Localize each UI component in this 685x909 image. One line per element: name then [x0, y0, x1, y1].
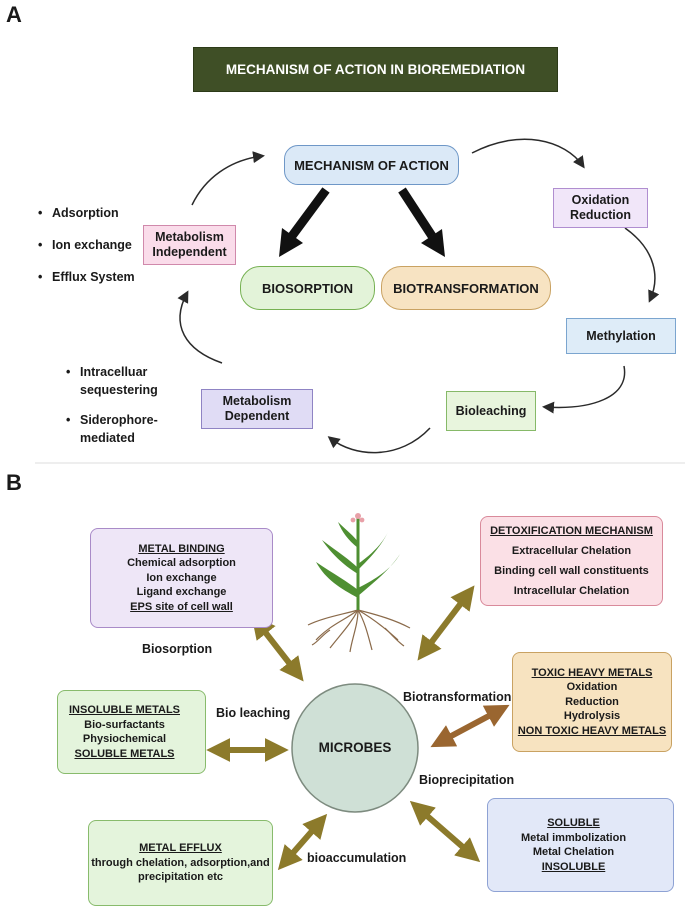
bio-leaching-label: Bio leaching [216, 706, 291, 720]
bioaccumulation-label: bioaccumulation [307, 851, 407, 865]
thick-arrow-right [398, 187, 436, 239]
independent-list-item: •Efflux System [38, 270, 135, 284]
metal-efflux-box: METAL EFFLUX through chelation, adsorpti… [88, 820, 273, 906]
bioprecipitation-label: Bioprecipitation [419, 773, 515, 787]
plant-icon [307, 513, 411, 653]
panel-a-title: MECHANISM OF ACTION IN BIOREMEDIATION [193, 47, 558, 92]
independent-list-item: •Ion exchange [38, 238, 132, 252]
toxic-heavy-metals-box: TOXIC HEAVY METALS Oxidation Reduction H… [512, 652, 672, 752]
flow-arrow-3 [542, 365, 626, 414]
metal-binding-box: METAL BINDING Chemical adsorption Ion ex… [90, 528, 273, 628]
arrow-bioaccumulation [277, 813, 328, 871]
biosorption-node: BIOSORPTION [240, 266, 375, 310]
biotransformation-label: Biotransformation [403, 690, 512, 704]
flow-arrow-4 [327, 427, 431, 454]
biotransformation-node: BIOTRANSFORMATION [381, 266, 551, 310]
methylation-node: Methylation [566, 318, 676, 354]
flow-arrow-2 [624, 227, 660, 303]
flow-arrow-5 [177, 290, 223, 364]
microbes-label: MICROBES [318, 739, 392, 755]
panel-a-arrows [35, 138, 685, 464]
metabolism-independent-node: Metabolism Independent [143, 225, 236, 265]
flow-arrow-1 [471, 138, 585, 169]
soluble-box: SOLUBLE Metal immbolization Metal Chelat… [487, 798, 674, 892]
panel-b-graphics [180, 513, 652, 878]
independent-list-item: •Adsorption [38, 206, 119, 220]
bioleaching-node: Bioleaching [446, 391, 536, 431]
panel-b-letter: B [6, 470, 22, 495]
arrow-biotransformation [430, 704, 510, 748]
flow-arrow-6 [191, 151, 265, 206]
panel-a-letter: A [6, 2, 22, 27]
microbes-circle [291, 683, 419, 813]
arrow-bioprecipitation [409, 800, 481, 863]
oxidation-reduction-node: Oxidation Reduction [553, 188, 648, 228]
detoxification-box: DETOXIFICATION MECHANISM Extracellular C… [480, 516, 663, 606]
dependent-list-item: •Intracelluar sequestering [66, 365, 158, 397]
arrow-biosorption [251, 614, 304, 682]
arrow-detox [417, 585, 475, 661]
mechanism-of-action-node: MECHANISM OF ACTION [284, 145, 459, 185]
biosorption-label: Biosorption [142, 642, 213, 656]
thick-arrow-left [288, 187, 330, 239]
metabolism-dependent-node: Metabolism Dependent [201, 389, 313, 429]
dependent-list-item: •Siderophore- mediated [66, 413, 158, 445]
insoluble-metals-box: INSOLUBLE METALS Bio-surfactants Physioc… [57, 690, 206, 774]
